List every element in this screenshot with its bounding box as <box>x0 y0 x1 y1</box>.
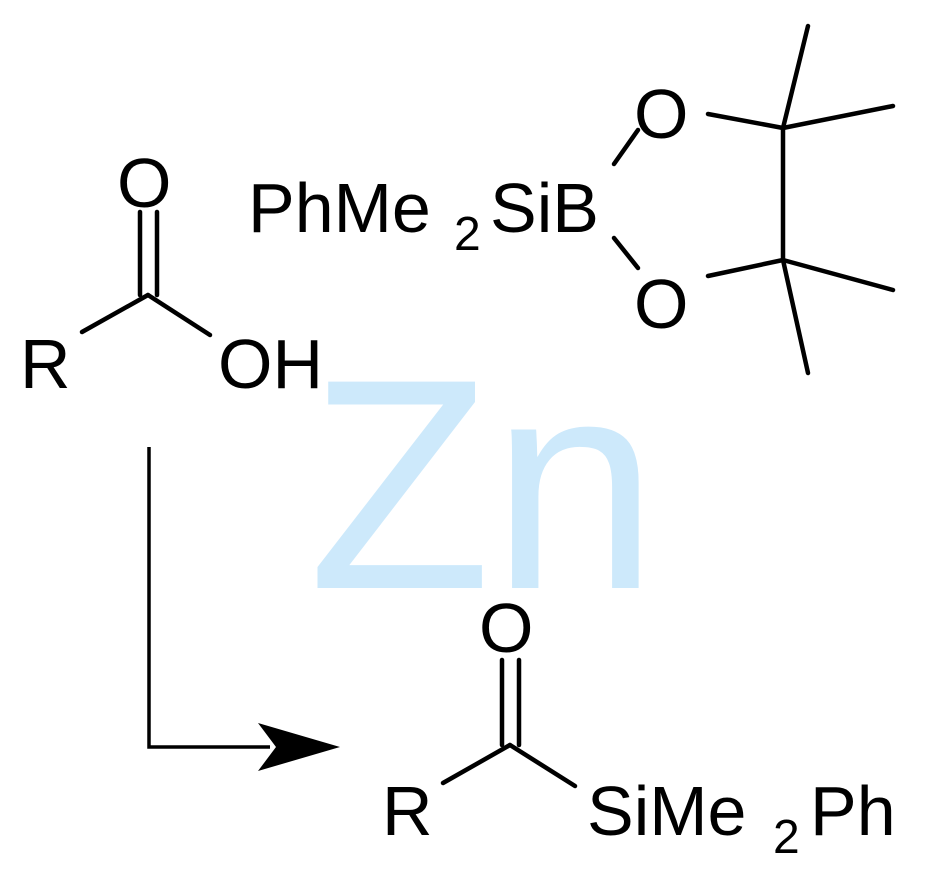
methyl-bond-bottom-right <box>780 257 896 293</box>
pinacol-oxygen-top: O <box>634 75 688 153</box>
product-acylsilane: O R SiMe 2 Ph <box>382 589 896 864</box>
reagent-phme-label: PhMe <box>248 169 431 247</box>
reaction-arrow <box>147 447 340 771</box>
oxygen-carbon-top-bond <box>705 111 786 131</box>
boron-oxygen-bottom-bond <box>611 235 641 271</box>
product-ph-label: Ph <box>810 772 896 850</box>
reagent-subscript: 2 <box>454 208 481 261</box>
product-silicon-bond <box>507 742 578 789</box>
reagent-sib-label: SiB <box>490 169 599 247</box>
reagent-silylborane: PhMe 2 SiB O O <box>248 23 896 376</box>
methyl-bond-top-up <box>780 23 811 131</box>
acid-r-bond <box>79 292 151 335</box>
oxygen-carbon-bottom-bond <box>705 257 786 279</box>
acid-oh-bond <box>145 292 213 338</box>
acid-r-group: R <box>20 325 71 403</box>
methyl-bond-top-right <box>780 103 896 131</box>
reaction-arrow-head <box>258 723 340 771</box>
reaction-arrow-line <box>147 447 270 749</box>
pinacol-oxygen-bottom: O <box>634 265 688 343</box>
acid-hydroxyl: OH <box>218 325 323 403</box>
product-simep-label: SiMe <box>587 772 746 850</box>
product-r-bond <box>440 742 513 786</box>
acid-carbonyl-oxygen: O <box>117 144 171 222</box>
product-subscript: 2 <box>773 811 800 864</box>
watermark-zn: Zn <box>308 316 658 652</box>
boron-oxygen-top-bond <box>611 127 641 167</box>
methyl-bond-bottom-down <box>780 257 811 376</box>
product-carbonyl-oxygen: O <box>479 589 533 667</box>
reactant-carboxylic-acid: O R OH <box>20 144 323 403</box>
product-r-group: R <box>382 772 433 850</box>
